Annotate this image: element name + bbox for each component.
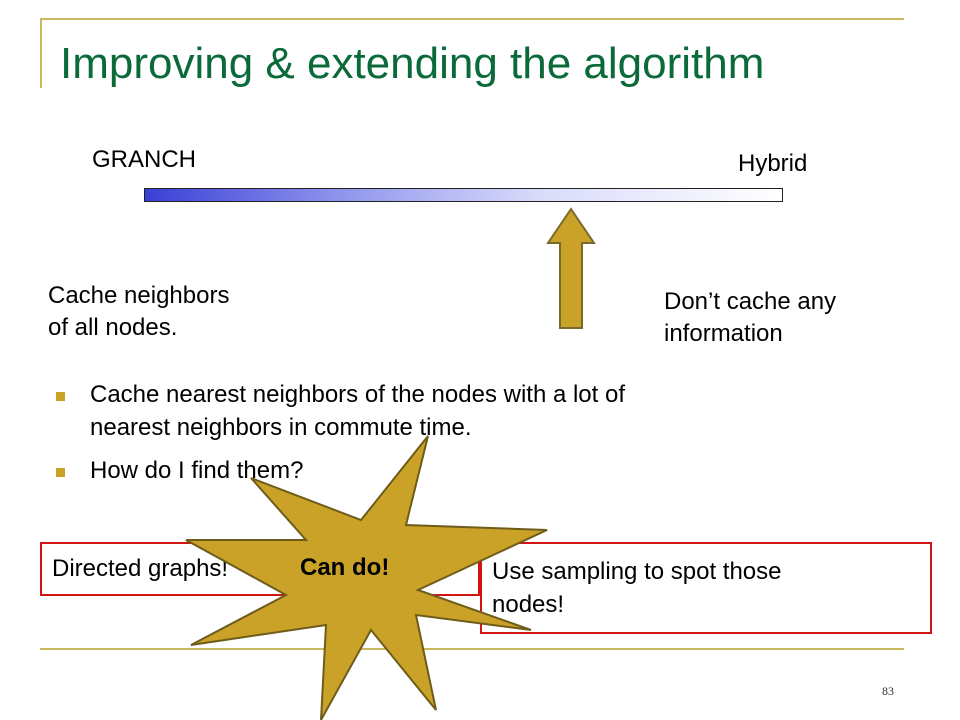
bullet-line: How do I find them? [90,457,304,484]
directed-graphs-text: Directed graphs! [52,555,229,582]
starburst-callout [185,435,548,720]
right-description-line: Don’t cache any [664,288,837,315]
frame-top-line [40,18,904,20]
left-description: Cache neighbors of all nodes. [48,280,229,344]
right-description-line: information [664,320,783,347]
bullet-line: nearest neighbors in commute time. [90,414,472,441]
up-arrow-icon [546,207,596,329]
sampling-box [480,542,932,634]
right-description: Don’t cache any information [664,286,836,350]
sampling-text-line: nodes! [492,591,565,618]
bullet-line: Cache nearest neighbors of the nodes wit… [90,381,626,408]
sampling-text: Use sampling to spot those nodes! [492,555,782,621]
list-item: How do I find them? [56,454,856,487]
bullet-list: Cache nearest neighbors of the nodes wit… [56,378,856,497]
frame-left-line [40,18,42,88]
spectrum-gradient-bar [144,188,783,202]
frame-bottom-line [40,648,904,650]
hybrid-label: Hybrid [738,150,808,177]
page-number: 83 [882,684,894,698]
list-item: Cache nearest neighbors of the nodes wit… [56,378,856,444]
callout-text: Can do! [300,554,390,581]
left-description-line: of all nodes. [48,314,178,341]
sampling-text-line: Use sampling to spot those [492,558,782,585]
left-description-line: Cache neighbors [48,282,230,309]
slide-title: Improving & extending the algorithm [60,39,765,88]
bullet-square-icon [56,392,65,401]
granch-label: GRANCH [92,146,197,173]
bullet-square-icon [56,468,65,477]
